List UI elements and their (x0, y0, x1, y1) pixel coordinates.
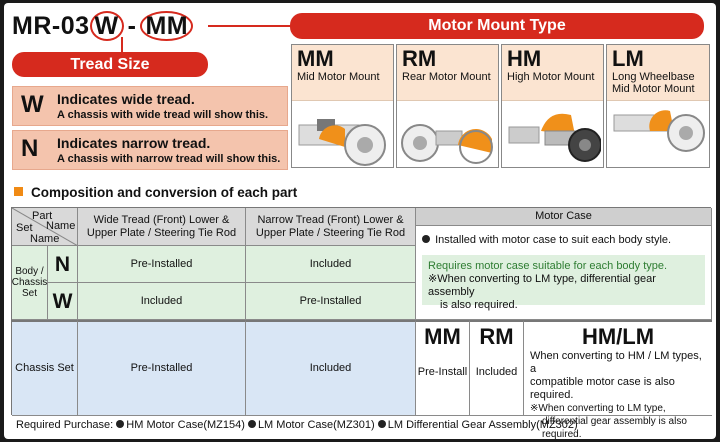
mount-name-line2: Mid Motor Mount (612, 83, 695, 95)
cs-mm-cell: MM Pre-Install (416, 320, 470, 416)
green-note-line2: ※When converting to LM type, differentia… (428, 273, 656, 298)
cs-rm-cell: RM Included (470, 320, 524, 416)
cs-mm-value: Pre-Install (417, 366, 468, 378)
tread-option-n: N Indicates narrow tread. A chassis with… (12, 130, 288, 170)
chassis-illustration-lm-icon (613, 110, 705, 152)
mount-name: Long Wheelbase (612, 71, 695, 83)
model-prefix: MR-03 (12, 12, 90, 40)
section-title-text: Composition and conversion of each part (31, 185, 298, 200)
green-note-line1: Requires motor case suitable for each bo… (428, 260, 668, 272)
tread-option-w: W Indicates wide tread. A chassis with w… (12, 86, 288, 126)
row-n-letter: N (48, 246, 78, 283)
tread-desc: A chassis with narrow tread will show th… (57, 153, 281, 165)
tread-connector-line (121, 37, 123, 53)
bullet-icon (247, 420, 256, 428)
cs-hmlm-line4: ※When converting to LM type, (530, 403, 666, 414)
required-purchase-footer: Required Purchase: HM Motor Case(MZ154) … (16, 419, 578, 431)
composition-table: Part Name Set Name Wide Tread (Front) Lo… (11, 207, 712, 439)
footer-item: LM Differential Gear Assembly(MZ302) (387, 419, 578, 431)
cs-hmlm-line2: compatible motor case is also (530, 376, 675, 388)
chassis-illustration-rm-icon (400, 124, 493, 164)
mount-connector-line (208, 25, 292, 27)
footer-label: Required Purchase: (16, 419, 114, 431)
col-narrow-tread-header: Narrow Tread (Front) Lower & Upper Plate… (246, 208, 416, 246)
tread-title: Indicates wide tread. (57, 91, 195, 107)
cs-hmlm-line3: required. (530, 389, 574, 401)
cs-hmlm-code: HM/LM (581, 324, 655, 349)
cs-rm-code: RM (479, 324, 514, 349)
bullet-icon (377, 420, 386, 428)
orange-square-icon (14, 187, 23, 196)
corner-part: Part (32, 210, 53, 222)
green-note-line3: is also required. (440, 299, 518, 311)
motor-mount-hm: HM High Motor Mount (501, 44, 604, 168)
chassis-illustration-hm-icon (508, 113, 601, 162)
cs-mm-code: MM (424, 324, 461, 349)
mount-code-label: MM (297, 46, 334, 71)
cs-rm-value: Included (475, 366, 518, 378)
corner-name: Name (46, 220, 76, 232)
cs-wide-cell: Pre-Installed (78, 320, 246, 416)
w-wide-cell: Included (78, 283, 246, 320)
mount-name: Mid Motor Mount (297, 71, 380, 83)
mount-code-label: RM (402, 46, 437, 71)
mount-name: High Motor Mount (507, 71, 595, 83)
cs-hmlm-line5: differential gear assembly is also requi… (542, 416, 687, 439)
motor-case-cell: Installed with motor case to suit each b… (416, 226, 712, 320)
cs-hmlm-line1: When converting to HM / LM types, a (530, 350, 702, 375)
bullet-icon (422, 235, 430, 243)
footer-item: LM Motor Case(MZ301) (257, 419, 375, 431)
mount-code: MM (140, 11, 194, 41)
cs-narrow-cell: Included (246, 320, 416, 416)
motor-mount-type-label: Motor Mount Type (290, 13, 704, 39)
motor-mount-lm: LM Long Wheelbase Mid Motor Mount (606, 44, 710, 168)
n-narrow-cell: Included (246, 246, 416, 283)
tread-letter: W (21, 91, 44, 118)
motor-mount-rm: RM Rear Motor Mount (396, 44, 499, 168)
table-corner: Part Name Set Name (12, 208, 78, 246)
w-narrow-cell: Pre-Installed (246, 283, 416, 320)
col-wide-tread-header: Wide Tread (Front) Lower & Upper Plate /… (78, 208, 246, 246)
section-title: Composition and conversion of each part (14, 185, 297, 200)
tread-title: Indicates narrow tread. (57, 135, 211, 151)
mount-code-label: LM (612, 46, 644, 71)
corner-name2: Name (30, 233, 60, 245)
row-chassis-set: Chassis Set (12, 320, 78, 416)
cs-hmlm-cell: HM/LM When converting to HM / LM types, … (524, 320, 712, 439)
row-body-chassis-set: Body / Chassis Set (12, 246, 48, 320)
tread-letter: N (21, 135, 39, 162)
n-wide-cell: Pre-Installed (78, 246, 246, 283)
bullet-icon (116, 420, 125, 428)
tread-desc: A chassis with wide tread will show this… (57, 109, 269, 121)
mount-code-label: HM (507, 46, 542, 71)
chassis-illustration-mm-icon (298, 119, 386, 166)
motor-case-note: Installed with motor case to suit each b… (422, 234, 705, 247)
corner-set: Set (16, 222, 33, 234)
green-note: Requires motor case suitable for each bo… (422, 255, 705, 311)
col-motor-case-header: Motor Case (416, 208, 712, 226)
mount-name: Rear Motor Mount (402, 71, 491, 83)
tread-code: W (89, 11, 124, 41)
tread-size-label: Tread Size (12, 52, 208, 77)
footer-item: HM Motor Case(MZ154) (126, 419, 245, 431)
corner-diagonal (12, 208, 78, 246)
row-w-letter: W (48, 283, 78, 320)
motor-mount-mm: MM Mid Motor Mount (291, 44, 394, 168)
code-dash: - (127, 12, 137, 40)
